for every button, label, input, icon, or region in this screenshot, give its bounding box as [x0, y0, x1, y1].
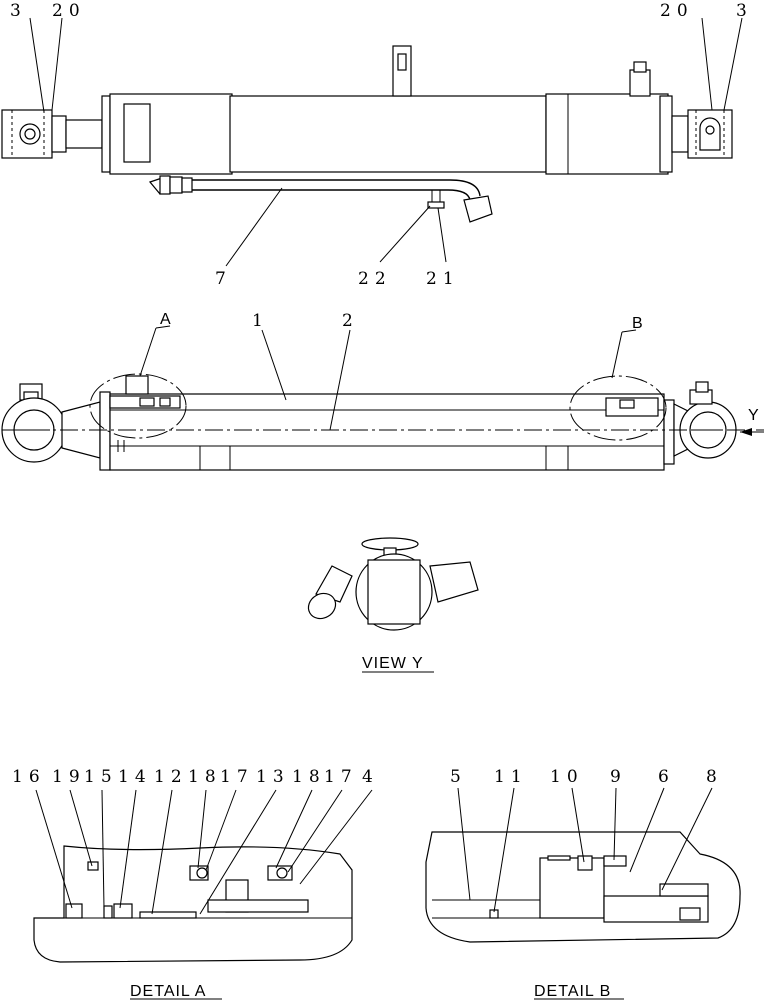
callout-7: 7 — [215, 269, 232, 289]
callout-detail-a-marker: A — [160, 311, 172, 328]
callout-8: 8 — [706, 767, 723, 787]
callout-20-left: 20 — [52, 1, 86, 21]
callout-16: 16 — [12, 767, 46, 787]
detail-a-callouts: 16 19 15 14 12 18 17 13 18 17 4 — [12, 767, 379, 787]
callout-5: 5 — [450, 767, 467, 787]
view-y-arrow-label: Y — [748, 407, 760, 424]
detail-a-drawing — [33, 845, 353, 963]
callout-3-right: 3 — [736, 1, 753, 21]
callout-6: 6 — [658, 767, 675, 787]
detail-a-caption: DETAIL A — [130, 983, 206, 1000]
callout-13: 13 — [256, 767, 290, 787]
top-view-leaders — [29, 17, 743, 267]
callout-21: 21 — [426, 269, 460, 289]
callout-11: 11 — [494, 767, 528, 787]
section-view-callouts: A 1 2 B Y — [160, 311, 760, 424]
callout-19: 19 — [52, 767, 86, 787]
callout-20-right: 20 — [660, 1, 694, 21]
detail-b-caption: DETAIL B — [534, 983, 611, 1000]
callout-17-a: 17 — [220, 767, 254, 787]
callout-18-a: 18 — [188, 767, 222, 787]
view-y-drawing — [307, 537, 479, 631]
view-y-caption: VIEW Y — [362, 655, 424, 672]
detail-b-callouts: 5 11 10 9 6 8 — [450, 767, 723, 787]
top-view-cylinder — [1, 45, 733, 223]
detail-b-drawing — [425, 831, 741, 943]
top-view-callouts: 3 20 20 3 7 22 21 — [10, 1, 753, 289]
callout-12: 12 — [154, 767, 188, 787]
callout-14: 14 — [118, 767, 152, 787]
callout-18-b: 18 — [292, 767, 326, 787]
callout-1: 1 — [252, 311, 269, 331]
section-view-cylinder — [1, 373, 764, 471]
callout-3-left: 3 — [10, 1, 27, 21]
callout-22: 22 — [358, 269, 392, 289]
callout-4: 4 — [362, 767, 379, 787]
callout-2: 2 — [342, 311, 359, 331]
callout-15: 15 — [84, 767, 118, 787]
callout-detail-b-marker: B — [632, 315, 644, 332]
callout-9: 9 — [610, 767, 627, 787]
section-view-leaders — [139, 325, 637, 431]
detail-b-leaders — [457, 787, 713, 913]
callout-10: 10 — [550, 767, 584, 787]
callout-17-b: 17 — [324, 767, 358, 787]
detail-a-leaders — [35, 789, 373, 915]
